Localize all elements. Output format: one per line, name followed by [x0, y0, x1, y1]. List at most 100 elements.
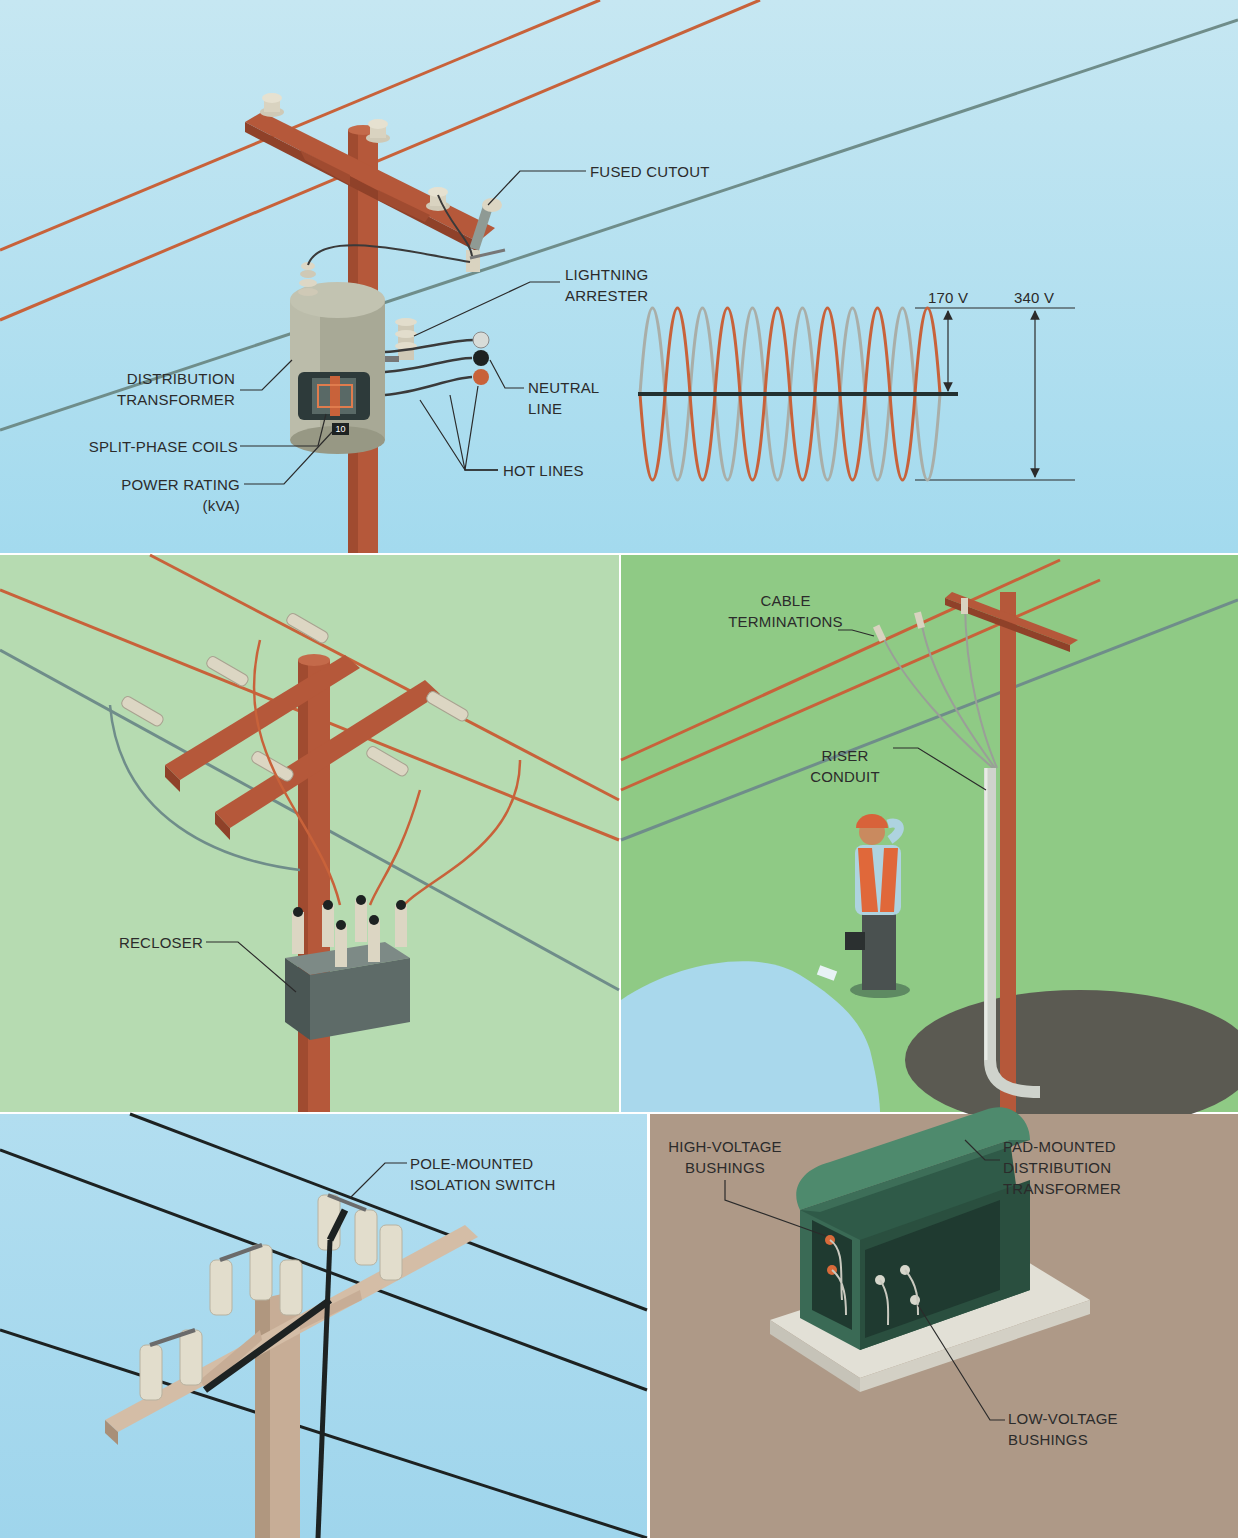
distribution-transformer [330, 376, 340, 416]
utility-pole [245, 122, 478, 252]
distribution-transformer [318, 385, 352, 407]
recloser [356, 895, 366, 905]
recloser-panel [298, 660, 330, 1112]
callout-label: LOW-VOLTAGE BUSHINGS [1008, 1408, 1148, 1450]
worker [845, 814, 910, 998]
secondary-wires [385, 358, 472, 372]
callout-label: LIGHTNING ARRESTER [565, 264, 675, 306]
recloser-panel [0, 555, 619, 1112]
recloser [396, 900, 406, 910]
recloser [322, 905, 334, 947]
recloser-panel [298, 660, 308, 1112]
leader-line [240, 171, 586, 484]
recloser [310, 958, 410, 1040]
pad-mounted-transformer [830, 1240, 918, 1325]
fused-cutout [470, 250, 505, 258]
riser-panel [838, 630, 874, 636]
waveform [638, 308, 1075, 480]
switch-insulator [210, 1260, 232, 1315]
riser-panel [961, 598, 968, 614]
leader-line [420, 400, 498, 470]
fused-cutout [438, 195, 472, 256]
callout-label: DISTRIBUTION TRANSFORMER [100, 368, 235, 410]
secondary-wires [473, 350, 489, 366]
waveform [915, 479, 1075, 480]
recloser [292, 912, 304, 954]
callout-label: RECLOSER [95, 932, 203, 953]
top-panel [0, 0, 600, 250]
recloser [293, 907, 303, 917]
lightning-arrester [395, 318, 417, 326]
riser-panel [905, 990, 1238, 1130]
secondary-wires [385, 332, 489, 395]
callout-label: POLE-MOUNTED ISOLATION SWITCH [410, 1153, 585, 1195]
callout-label: CABLE TERMINATIONS [728, 590, 843, 632]
distribution-transformer [290, 282, 385, 318]
leader-line [488, 171, 586, 205]
callout-label: POWER RATING (kVA) [100, 474, 240, 516]
callout-label: HIGH-VOLTAGE BUSHINGS [655, 1136, 795, 1178]
worker [858, 848, 878, 912]
dimension-label: 170 V [928, 287, 988, 308]
riser-panel [990, 768, 1040, 1092]
top-panel [0, 0, 1238, 553]
riser-panel [621, 560, 1060, 760]
riser-panel [965, 600, 997, 768]
secondary-wires [473, 332, 489, 348]
lightning-arrester [385, 356, 399, 362]
waveform [638, 392, 958, 396]
pad-mounted-transformer [860, 1180, 1030, 1350]
secondary-wires [473, 369, 489, 385]
switch-insulator [180, 1330, 202, 1385]
callout-label: NEUTRAL LINE [528, 377, 618, 419]
switch-panel [105, 1420, 118, 1445]
riser-panel [945, 598, 1070, 652]
strain-insulator [120, 695, 165, 728]
worker [862, 910, 896, 990]
leader-line [240, 414, 326, 446]
insulator [262, 93, 282, 103]
secondary-wires [385, 340, 474, 352]
strain-insulator [285, 612, 330, 645]
utility-pole [245, 112, 495, 553]
worker [845, 932, 865, 950]
insulator [260, 93, 450, 211]
utility-pole [245, 112, 495, 242]
waveform [947, 311, 948, 391]
waveform [915, 307, 1075, 308]
recloser-panel [110, 705, 300, 870]
riser-panel [817, 965, 837, 981]
leader-line [414, 282, 560, 336]
recloser-panel [206, 942, 296, 992]
recloser [369, 915, 379, 925]
pad-panel [725, 1180, 826, 1236]
utility-pole [378, 190, 430, 222]
recloser [368, 920, 380, 962]
switch-panel [200, 1330, 262, 1390]
callout-label: PAD-MOUNTED DISTRIBUTION TRANSFORMER [1003, 1136, 1143, 1199]
pad-mounted-transformer [865, 1200, 1000, 1338]
riser-panel [621, 600, 1238, 840]
switch-panel [150, 1195, 366, 1345]
recloser [285, 958, 310, 1040]
strain-insulator [365, 745, 410, 778]
recloser-panel [165, 765, 180, 792]
recloser-panel [0, 555, 619, 1112]
pad-panel [965, 1140, 1000, 1160]
switch-panel [0, 1114, 647, 1538]
worker [856, 814, 888, 828]
switch-panel [300, 1290, 362, 1330]
switch-insulator [380, 1225, 402, 1280]
lightning-arrester [385, 318, 417, 362]
insulator [368, 119, 388, 129]
bushing [300, 270, 316, 278]
strain-insulator [425, 690, 470, 723]
riser-panel [621, 961, 880, 1112]
bushing [299, 279, 317, 287]
riser-panel [1000, 592, 1016, 1112]
leader-line [244, 432, 332, 484]
recloser-panel [298, 654, 330, 666]
riser-panel [893, 748, 986, 790]
recloser-panel [370, 790, 420, 905]
